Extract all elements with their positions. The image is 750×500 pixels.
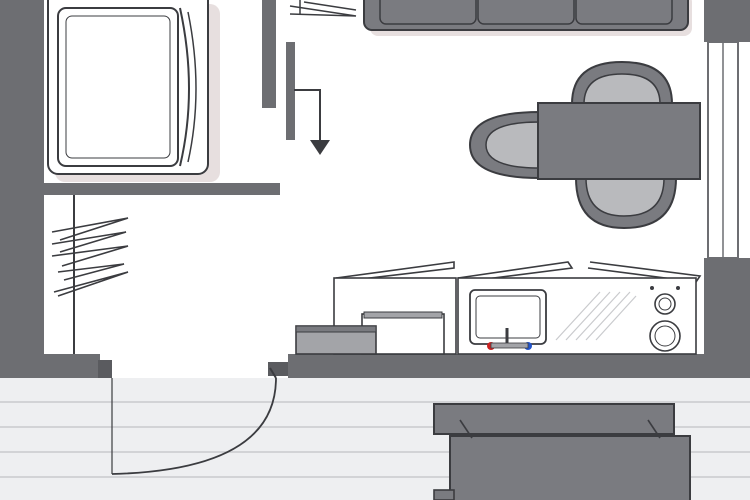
chair — [468, 110, 541, 180]
drainer — [555, 291, 637, 341]
clothes-rail — [51, 195, 129, 354]
entry-arrow — [294, 89, 321, 145]
partition-bedroom — [44, 183, 280, 195]
wall-bottom-right — [288, 354, 750, 378]
cupboard-doors — [335, 261, 702, 283]
sofa-cushion-3 — [575, 0, 673, 25]
terrace-table-set — [433, 403, 691, 500]
terrace-table — [449, 435, 691, 500]
door-swing-arc — [111, 377, 277, 475]
tap-bar — [490, 342, 529, 349]
wall-right-upper — [704, 0, 750, 42]
hob — [649, 286, 681, 352]
blanket-fold — [179, 7, 190, 167]
bench-leg-left — [459, 419, 473, 439]
terrace-bench — [433, 403, 675, 435]
door-jamb — [98, 360, 112, 378]
blanket-fold-inner — [187, 11, 197, 163]
door-leaf — [269, 367, 277, 379]
kitchenette — [295, 261, 702, 355]
sofa-cushion-2 — [477, 0, 575, 25]
dining-set — [468, 60, 701, 230]
bench-lower-left — [433, 489, 455, 500]
chair — [574, 177, 678, 230]
hangers — [51, 217, 129, 297]
step-box-top — [295, 325, 377, 333]
sofa-cushion-1 — [379, 0, 477, 25]
partition-sliding-2 — [286, 42, 295, 140]
sofa — [363, 0, 692, 36]
wall-left — [0, 0, 44, 378]
fridge-top — [363, 311, 443, 319]
walls — [0, 0, 750, 378]
bench-leg-right — [647, 419, 661, 439]
dining-table — [537, 102, 701, 180]
wall-bottom-left — [0, 354, 100, 378]
bed — [47, 0, 220, 182]
entry-door — [111, 367, 277, 475]
arrow-head — [310, 140, 330, 155]
sliding-wardrobe — [289, 0, 357, 17]
chair — [570, 60, 674, 105]
partition-sliding-1 — [262, 0, 276, 108]
mattress-inner — [65, 15, 171, 159]
